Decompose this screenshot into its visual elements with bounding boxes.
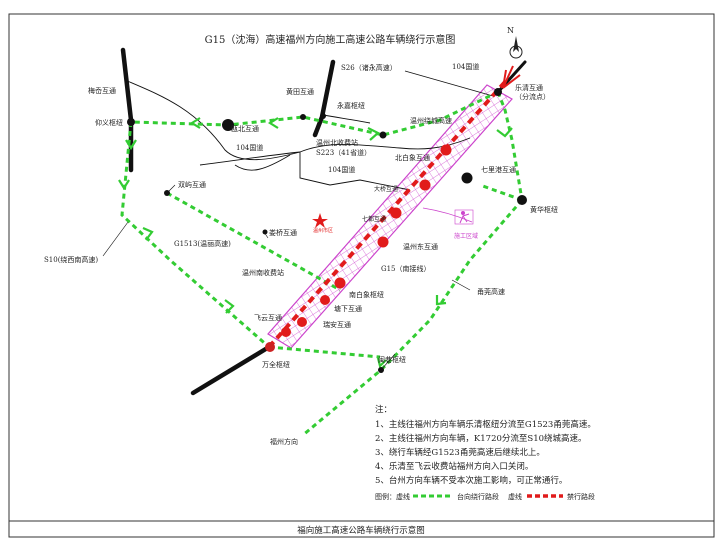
expressway-network bbox=[120, 47, 527, 396]
notes-block: 注： 1、主线往福州方向车辆乐清枢纽分流至G1523甬莞高速。 2、主线往福州方… bbox=[375, 404, 596, 486]
label-nantoll: 温州南收费站 bbox=[242, 268, 284, 277]
note-4: 4、乐清至飞云收费站福州方向入口关闭。 bbox=[375, 461, 533, 472]
label-aojiang: 闽巷枢纽 bbox=[378, 355, 406, 364]
zone-callout-line bbox=[422, 207, 473, 223]
label-huanghua: 黄华枢纽 bbox=[530, 205, 558, 214]
label-g15-south: G15（南接线） bbox=[381, 264, 431, 273]
construction-worker-icon bbox=[454, 209, 474, 225]
page-title: G15（沈海）高速福州方向施工高速公路车辆绕行示意图 bbox=[205, 33, 456, 46]
legend-mid-label: 虚线 bbox=[508, 492, 522, 501]
label-qidu: 七都互通 bbox=[362, 215, 386, 223]
label-tangxia: 塘下互通 bbox=[334, 304, 362, 313]
label-ruian: 瑞安互通 bbox=[323, 320, 351, 329]
label-shuangyu: 双屿互通 bbox=[178, 180, 206, 189]
legend-red-label: 禁行路段 bbox=[567, 492, 595, 501]
notes-heading: 注： bbox=[375, 404, 392, 415]
note-3: 3、绕行车辆经G1523甬莞高速后继续北上。 bbox=[375, 447, 545, 458]
label-104-low: 104国道 bbox=[328, 165, 355, 174]
label-yangyi: 仰义枢纽 bbox=[95, 118, 123, 127]
detour-route-network bbox=[120, 90, 524, 437]
note-5: 5、台州方向车辆不受本次施工影响，可正常通行。 bbox=[375, 475, 567, 486]
label-jiangbei-toll: 温州北收费站 bbox=[316, 138, 358, 147]
label-qilixiang: 七里港互通 bbox=[481, 165, 516, 174]
label-dagu: 大桥互通 bbox=[374, 185, 398, 193]
label-s26: S26（诸永高速） bbox=[341, 63, 397, 72]
label-oubei: 瓯北互通 bbox=[231, 124, 259, 133]
city-label: 温州市区 bbox=[313, 227, 333, 234]
map-labels: 梅岙互通 S26（诸永高速） 黄田互通 104国道 永嘉枢纽 乐清互通 （分流点… bbox=[44, 62, 558, 446]
legend-green-label: 台向绕行路段 bbox=[457, 492, 499, 501]
compass-label: N bbox=[507, 26, 514, 35]
construction-area-label: 施工区域 bbox=[454, 232, 478, 240]
label-fenliu: （分流点） bbox=[515, 92, 550, 101]
label-louqiao: 娄桥互通 bbox=[269, 228, 297, 237]
label-104-top: 104国道 bbox=[452, 62, 479, 71]
note-1: 1、主线往福州方向车辆乐清枢纽分流至G1523甬莞高速。 bbox=[375, 419, 596, 430]
footer-title: 福向施工高速公路车辆绕行示意图 bbox=[297, 525, 425, 536]
legend: 图例：虚线 台向绕行路段 虚线 禁行路段 bbox=[375, 492, 595, 501]
label-g1513: G1513(温丽高速) bbox=[174, 239, 231, 248]
detour-arrow-icons bbox=[118, 117, 513, 369]
label-feiyun: 飞云互通 bbox=[254, 313, 282, 322]
label-fuzhou: 福州方向 bbox=[270, 437, 298, 446]
label-huangtian: 黄田互通 bbox=[286, 87, 314, 96]
note-2: 2、主线往福州方向车辆，K1720分流至S10绕城高速。 bbox=[375, 433, 587, 444]
label-leader-lines bbox=[102, 184, 471, 371]
label-104-mid: 104国道 bbox=[236, 143, 263, 152]
north-compass-icon: N bbox=[507, 26, 523, 59]
label-wenzhoudong: 温州东互通 bbox=[403, 242, 438, 251]
local-road-network bbox=[124, 70, 494, 191]
legend-prefix: 图例：虚线 bbox=[375, 492, 410, 501]
label-yueqing: 乐清互通 bbox=[515, 83, 543, 92]
label-yongjia: 永嘉枢纽 bbox=[337, 101, 365, 110]
city-star-icon bbox=[312, 213, 328, 228]
label-beibaixiang: 北白象互通 bbox=[395, 153, 430, 162]
label-s223: S223（41省道） bbox=[316, 148, 371, 157]
label-raocheng: 温州绕城高速 bbox=[410, 116, 452, 125]
label-wanquan: 万全枢纽 bbox=[262, 360, 290, 369]
label-yongjia-gs: 甬莞高速 bbox=[477, 287, 505, 296]
map-frame bbox=[8, 13, 715, 538]
closed-section bbox=[265, 65, 521, 352]
label-nanbaixiang: 南白象枢纽 bbox=[349, 290, 384, 299]
interchange-nodes bbox=[127, 88, 527, 373]
label-s10: S10(绕西南高速) bbox=[44, 255, 98, 264]
label-meiyu: 梅岙互通 bbox=[88, 86, 116, 95]
